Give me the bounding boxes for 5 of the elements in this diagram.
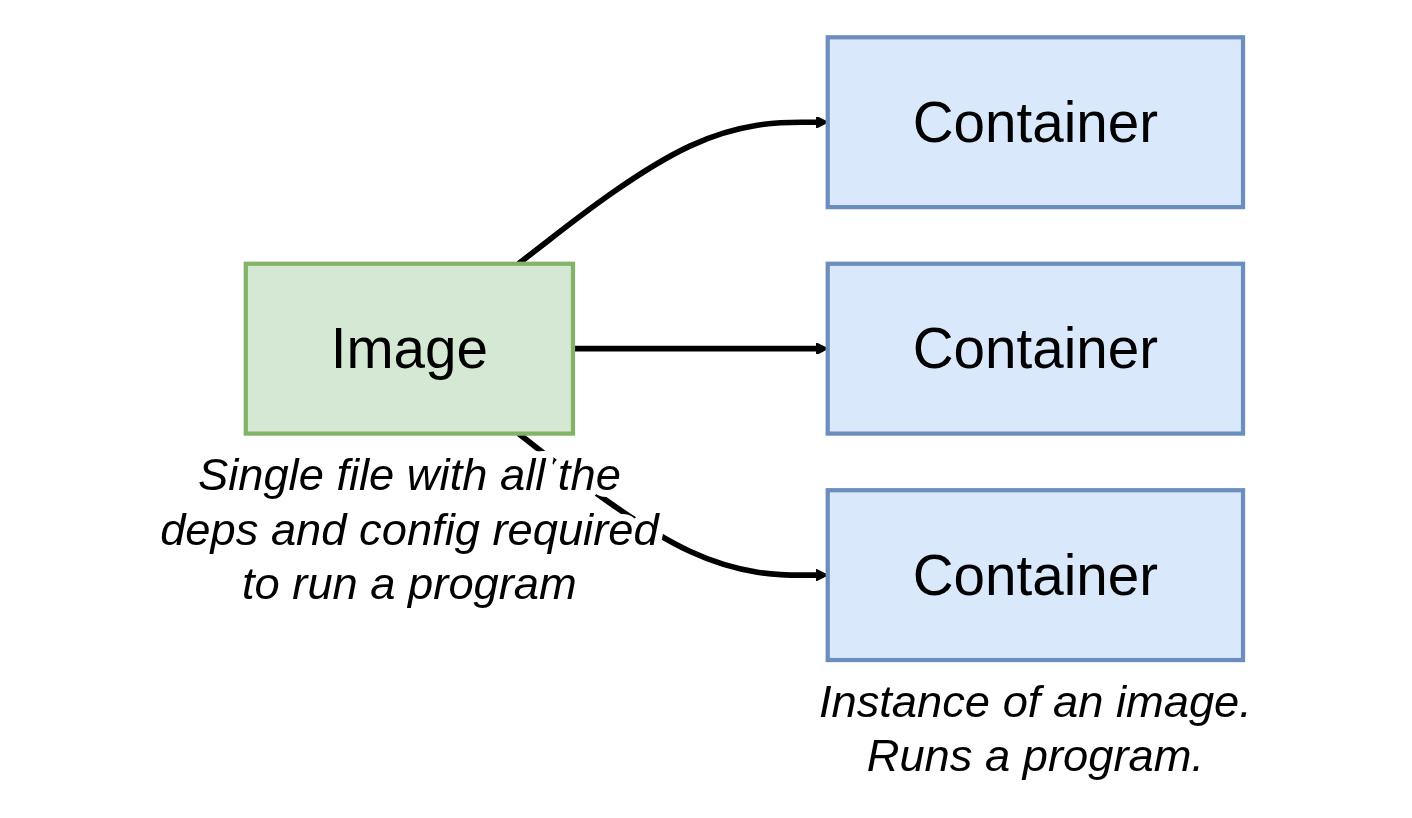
- node-caption: Instance of an image. Runs a program.: [818, 675, 1252, 781]
- process-box: Container: [825, 261, 1246, 436]
- process-box: Image: [243, 261, 576, 436]
- process-box: Container: [825, 488, 1246, 663]
- process-box: Container: [825, 35, 1246, 210]
